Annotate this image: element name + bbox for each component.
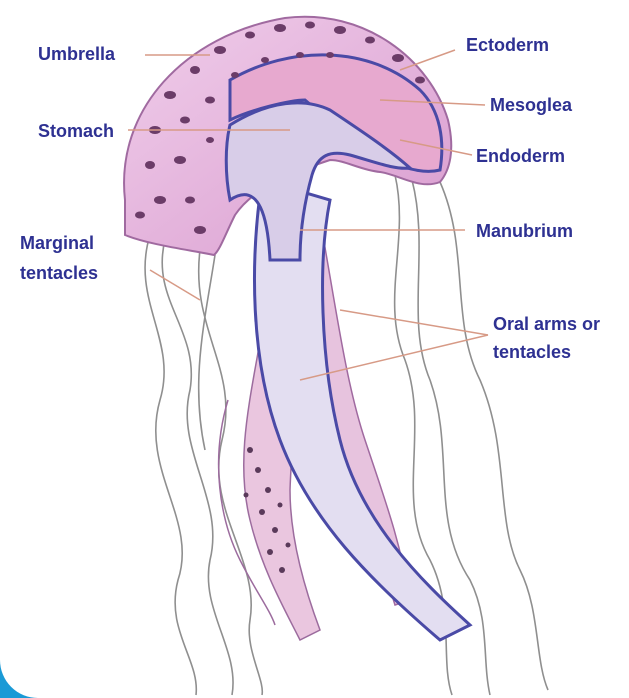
label-ectoderm: Ectoderm	[466, 34, 549, 56]
leader-oral-arms-a	[340, 310, 488, 335]
label-oral-arms-line1: Oral arms or	[493, 313, 600, 335]
leader-marginal-tentacles	[150, 270, 200, 300]
label-endoderm: Endoderm	[476, 145, 565, 167]
label-marginal-tentacles-line2: tentacles	[20, 262, 98, 284]
label-umbrella: Umbrella	[38, 43, 115, 65]
label-manubrium: Manubrium	[476, 220, 573, 242]
label-stomach: Stomach	[38, 120, 114, 142]
label-oral-arms-line2: tentacles	[493, 341, 571, 363]
label-mesoglea: Mesoglea	[490, 94, 572, 116]
label-marginal-tentacles-line1: Marginal	[20, 232, 94, 254]
